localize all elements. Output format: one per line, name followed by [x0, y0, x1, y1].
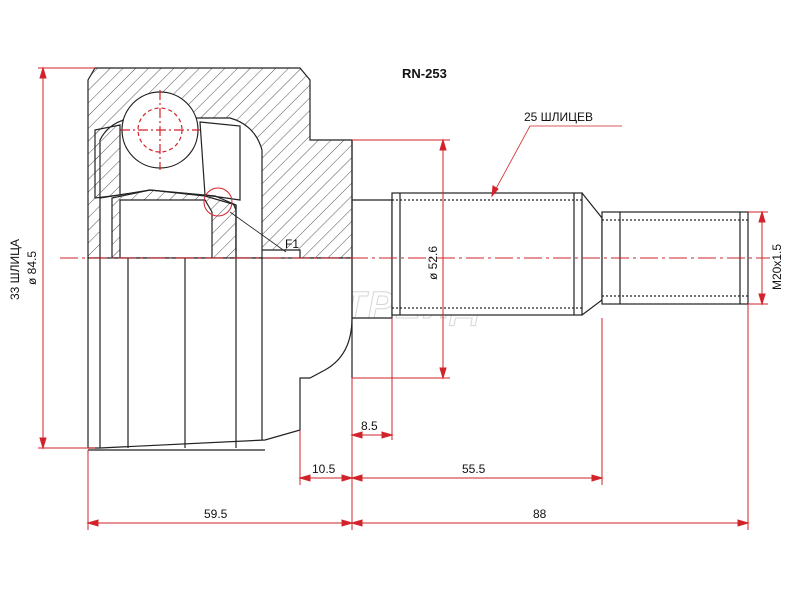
dim-total-shaft-length: 88	[533, 507, 547, 521]
dim-shoulder-width: 8.5	[361, 419, 378, 433]
part-number: RN-253	[402, 66, 447, 81]
detail-f1-label: F1	[285, 237, 299, 251]
outer-diameter-label: ø 84.5	[25, 251, 39, 285]
splines-inner-label: 33 ШЛИЦА	[8, 239, 22, 300]
dimension-lines	[38, 66, 768, 530]
thread-label: M20x1.5	[770, 244, 784, 290]
dim-flange-offset: 10.5	[312, 462, 336, 476]
dim-body-length: 59.5	[204, 507, 228, 521]
housing-body	[87, 67, 749, 451]
splines-outer-label: 25 ШЛИЦЕВ	[524, 110, 593, 124]
dim-stem-length: 55.5	[462, 462, 486, 476]
detail-f1-marker	[203, 187, 287, 253]
shaft-diameter-label: ø 52.6	[426, 246, 440, 280]
